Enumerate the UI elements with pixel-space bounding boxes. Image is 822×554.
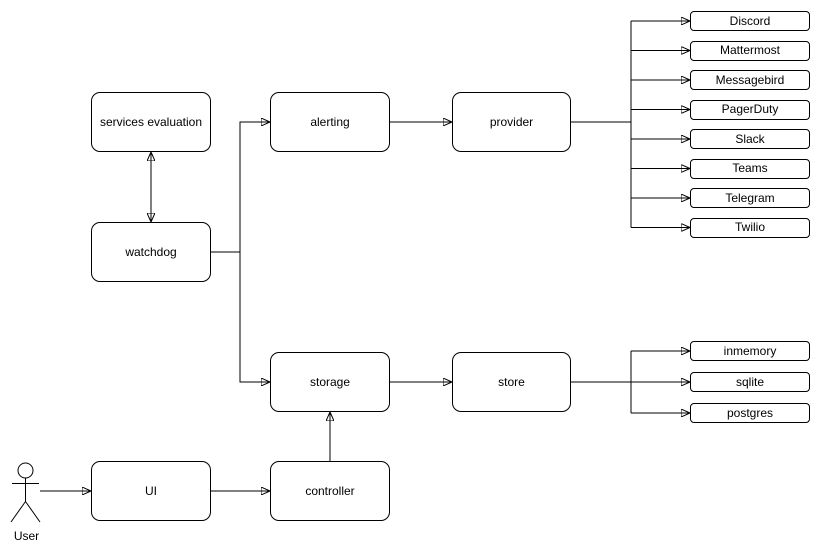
node-services-evaluation-label: services evaluation bbox=[99, 114, 203, 129]
node-postgres-label: postgres bbox=[726, 405, 774, 420]
node-teams: Teams bbox=[690, 158, 810, 179]
node-mattermost-label: Mattermost bbox=[719, 43, 780, 58]
node-pagerduty: PagerDuty bbox=[690, 99, 810, 120]
node-ui-label: UI bbox=[145, 483, 157, 498]
node-telegram-label: Telegram bbox=[725, 190, 775, 205]
user-actor-icon bbox=[10, 462, 41, 523]
user-actor-label: User bbox=[13, 529, 40, 543]
node-messagebird-label: Messagebird bbox=[715, 72, 785, 87]
node-messagebird: Messagebird bbox=[690, 70, 810, 90]
node-postgres: postgres bbox=[690, 403, 810, 423]
edge-provider-fanout-trunk bbox=[571, 21, 632, 228]
node-store-label: store bbox=[498, 374, 525, 389]
node-watchdog: watchdog bbox=[91, 222, 211, 282]
node-twilio: Twilio bbox=[690, 217, 810, 238]
node-inmemory: inmemory bbox=[690, 341, 810, 361]
node-telegram: Telegram bbox=[690, 188, 810, 208]
node-services-evaluation: services evaluation bbox=[91, 92, 211, 152]
node-storage-label: storage bbox=[309, 374, 351, 389]
node-sqlite-label: sqlite bbox=[735, 374, 764, 389]
node-pagerduty-label: PagerDuty bbox=[721, 102, 779, 117]
node-store: store bbox=[452, 352, 571, 412]
node-sqlite: sqlite bbox=[690, 372, 810, 392]
node-discord: Discord bbox=[690, 11, 810, 31]
node-alerting: alerting bbox=[270, 92, 390, 152]
node-storage: storage bbox=[270, 352, 390, 412]
node-provider-label: provider bbox=[489, 114, 534, 129]
node-alerting-label: alerting bbox=[310, 114, 350, 129]
node-controller-label: controller bbox=[305, 483, 355, 498]
node-controller: controller bbox=[270, 461, 390, 521]
node-ui: UI bbox=[91, 461, 211, 521]
node-inmemory-label: inmemory bbox=[723, 343, 777, 358]
edge-watchdog-storage bbox=[239, 252, 270, 382]
edge-watchdog-alerting bbox=[211, 122, 270, 253]
node-slack-label: Slack bbox=[735, 131, 765, 146]
edge-store-fanout-trunk bbox=[571, 351, 632, 413]
node-discord-label: Discord bbox=[729, 13, 771, 28]
node-slack: Slack bbox=[690, 129, 810, 149]
node-mattermost: Mattermost bbox=[690, 40, 810, 61]
node-watchdog-label: watchdog bbox=[125, 244, 177, 259]
node-teams-label: Teams bbox=[732, 161, 768, 176]
node-twilio-label: Twilio bbox=[734, 220, 765, 235]
node-provider: provider bbox=[452, 92, 571, 152]
